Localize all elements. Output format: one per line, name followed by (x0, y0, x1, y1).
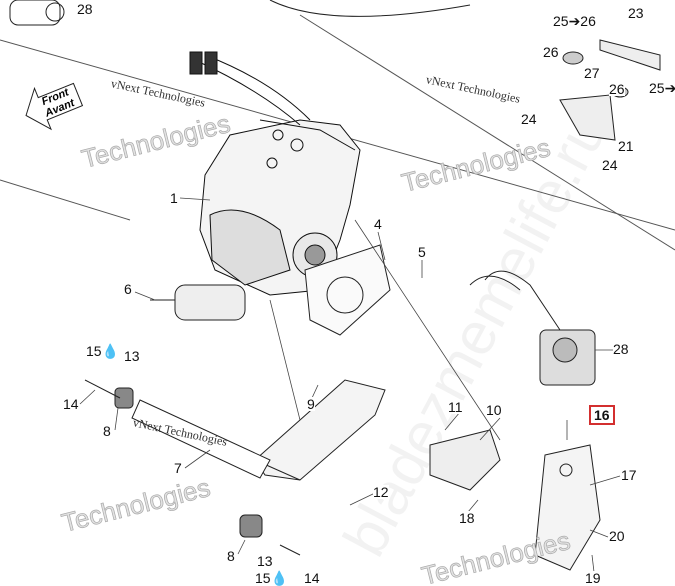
callout-17: 17 (621, 467, 637, 483)
callout-8: 8 (103, 423, 111, 439)
arrow-left-icon (25, 82, 84, 131)
callout-21: 21 (618, 138, 634, 154)
carburetor-28 (469, 270, 596, 386)
callout-20: 20 (609, 528, 625, 544)
mount-17 (534, 444, 601, 571)
callout-8: 8 (227, 548, 235, 564)
callout-11: 11 (448, 399, 463, 415)
callout-18: 18 (459, 510, 475, 526)
callout-23: 23 (628, 5, 644, 21)
callout-25-to-26: 25➔26 (553, 13, 596, 29)
callout-13: 13 (257, 553, 273, 569)
callout-14: 14 (63, 396, 79, 412)
callout-7: 7 (174, 460, 182, 476)
callout-26: 26 (609, 81, 625, 97)
callout-1: 1 (170, 190, 178, 206)
callout-10: 10 (486, 402, 502, 418)
tube-7 (131, 399, 271, 479)
bolt-14 (84, 379, 301, 556)
callout-15: 15💧 (86, 343, 120, 359)
callout-19: 19 (585, 570, 601, 586)
bushing-8 (114, 387, 263, 538)
callout-25: 25➔ (649, 80, 675, 96)
callout-28: 28 (613, 341, 629, 357)
callout-15-label: 15 (255, 570, 271, 586)
callout-27: 27 (584, 65, 600, 81)
oil-drop-icon: 💧 (101, 343, 120, 359)
callout-14: 14 (304, 570, 320, 586)
callout-15: 15💧 (255, 570, 289, 586)
callout-24: 24 (521, 111, 537, 127)
bracket-9 (254, 379, 386, 481)
callout-4: 4 (374, 216, 382, 232)
callout-13: 13 (124, 348, 140, 364)
callout-12: 12 (373, 484, 389, 500)
callout-28: 28 (77, 1, 93, 17)
callout-16-highlighted[interactable]: 16 (589, 405, 615, 425)
callout-24: 24 (602, 157, 618, 173)
plate-10 (429, 429, 501, 491)
callout-9: 9 (307, 396, 315, 412)
callout-5: 5 (418, 244, 426, 260)
plate-4 (304, 244, 391, 336)
callout-26: 26 (543, 44, 559, 60)
part-28-top-left (9, 0, 65, 26)
oil-drop-icon: 💧 (270, 570, 289, 586)
callout-6: 6 (124, 281, 132, 297)
engine (189, 51, 361, 296)
callout-15-label: 15 (86, 343, 102, 359)
starter-6 (150, 284, 246, 321)
leader-lines (79, 197, 621, 573)
front-direction-arrow: Front Avant (15, 71, 89, 140)
